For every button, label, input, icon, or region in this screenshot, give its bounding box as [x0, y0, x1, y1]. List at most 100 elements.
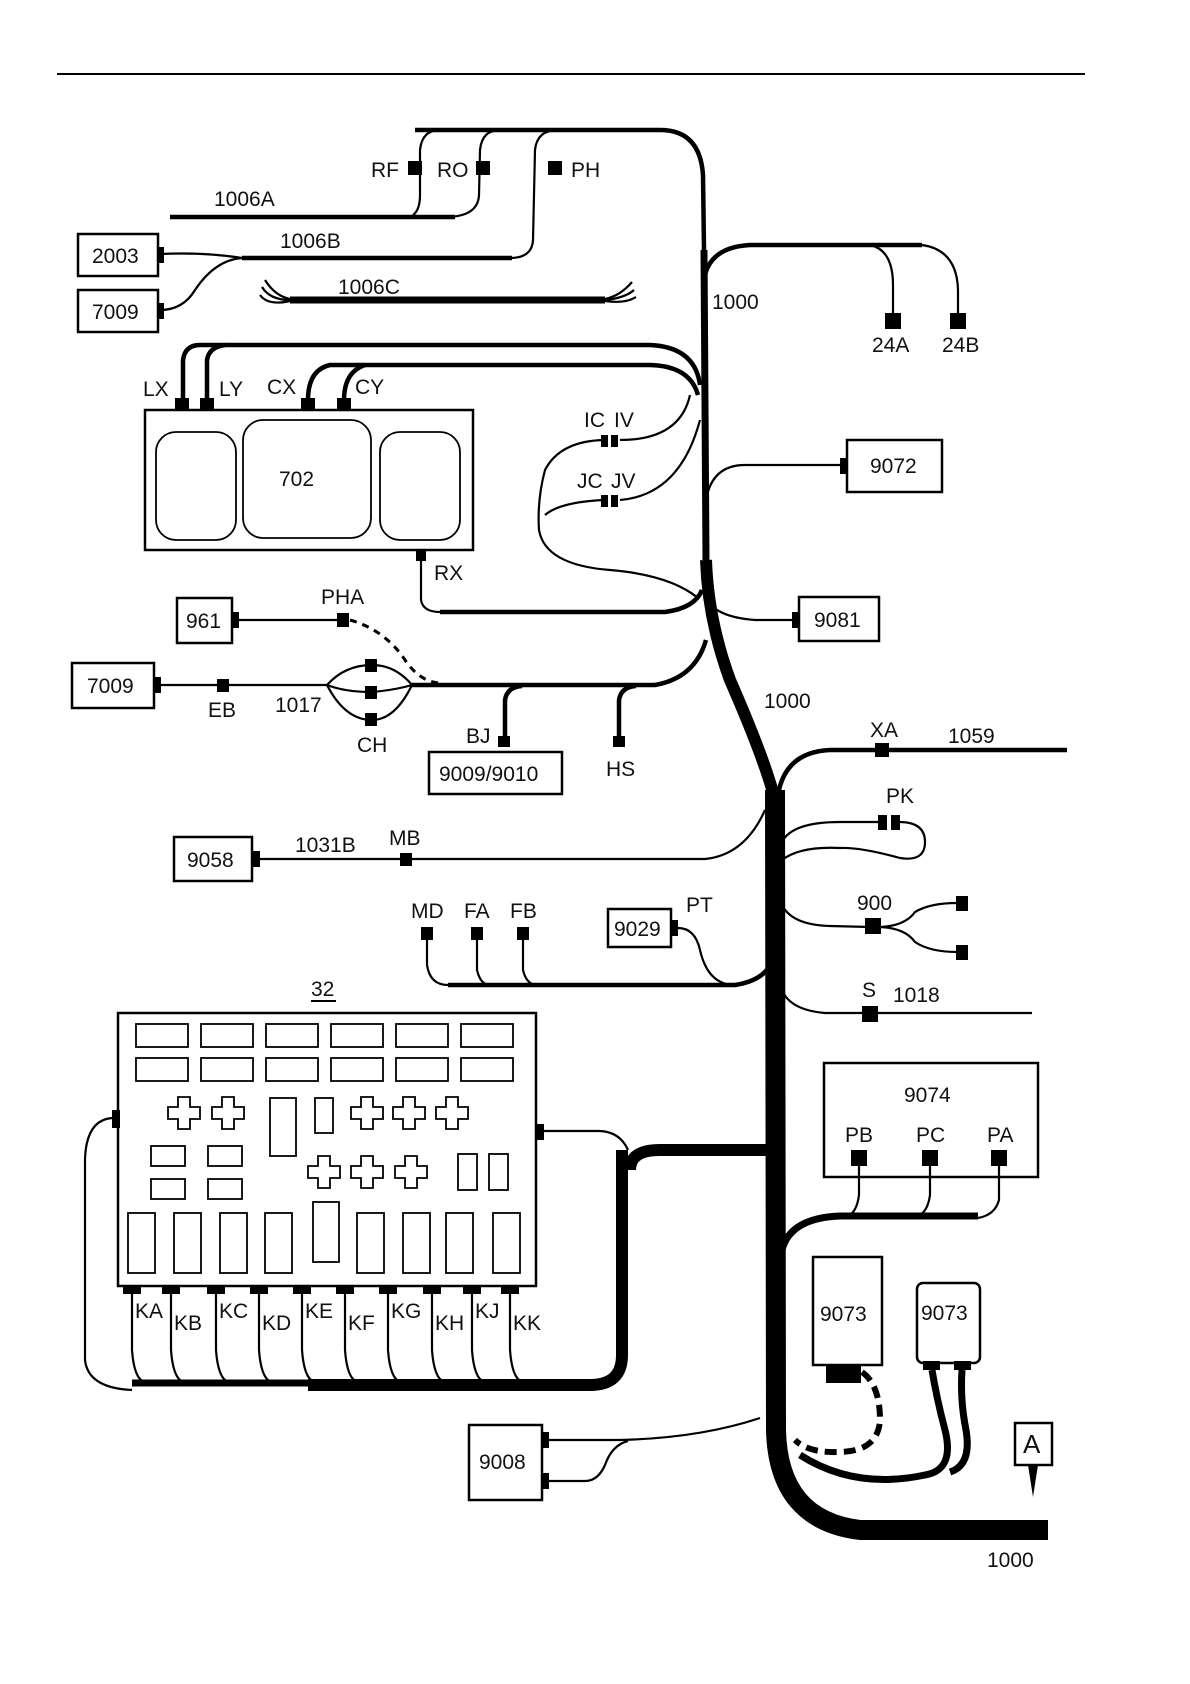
marker-a-arrow-icon — [1028, 1465, 1038, 1497]
label-1031b: 1031B — [295, 834, 356, 857]
fuse-holder — [403, 1213, 430, 1273]
component-9074-label: 9074 — [904, 1084, 951, 1107]
connector-kg-pin — [379, 1286, 397, 1294]
connector-ph-pin — [548, 161, 562, 175]
fuse-holder — [446, 1213, 473, 1273]
component-702-label: 702 — [279, 468, 314, 491]
label-kk: KK — [513, 1312, 541, 1335]
label-jc: JC — [577, 470, 603, 493]
loop-ic-jc — [539, 440, 698, 598]
fuse-slot — [266, 1058, 318, 1081]
component-7009-mid-label: 7009 — [87, 675, 134, 698]
connector-kj-pin — [463, 1286, 481, 1294]
label-pha: PHA — [321, 586, 364, 609]
component-9073-right-label: 9073 — [921, 1302, 968, 1325]
label-lx: LX — [143, 378, 169, 401]
small-fuse — [208, 1179, 242, 1199]
fuse-holder — [493, 1213, 520, 1273]
component-702-right-section — [380, 432, 460, 540]
component-32-label: 32 — [311, 978, 334, 1001]
label-eb: EB — [208, 699, 236, 722]
label-900: 900 — [857, 892, 892, 915]
fuse-slot — [331, 1058, 383, 1081]
fuse-slot — [331, 1024, 383, 1047]
label-kh: KH — [435, 1312, 464, 1335]
label-fb: FB — [510, 900, 537, 923]
fuse-slot — [201, 1058, 253, 1081]
label-rf: RF — [371, 159, 399, 182]
label-s: S — [862, 979, 876, 1002]
label-kg: KG — [391, 1300, 421, 1323]
fuse-slot — [136, 1024, 188, 1047]
label-ro: RO — [437, 159, 469, 182]
component-9008-label: 9008 — [479, 1451, 526, 1474]
connector-kd-pin — [250, 1286, 268, 1294]
fuse-slot — [136, 1058, 188, 1081]
fuse-holder — [220, 1213, 247, 1273]
label-ph: PH — [571, 159, 600, 182]
label-ic: IC — [584, 409, 605, 432]
label-cx: CX — [267, 376, 296, 399]
relay-slot — [270, 1098, 296, 1156]
label-1006b: 1006B — [280, 230, 341, 253]
label-kd: KD — [262, 1312, 291, 1335]
label-kb: KB — [174, 1312, 202, 1335]
connector-ro-pin — [476, 161, 490, 175]
fuse-slot — [396, 1024, 448, 1047]
component-9029-label: 9029 — [614, 918, 661, 941]
label-24b: 24B — [942, 334, 979, 357]
label-1059: 1059 — [948, 725, 995, 748]
wire-kd — [259, 1294, 271, 1382]
connector-kf-pin — [336, 1286, 354, 1294]
small-fuse — [151, 1179, 185, 1199]
relay-slot — [458, 1154, 477, 1190]
component-961-label: 961 — [186, 610, 221, 633]
wire-kb — [171, 1294, 183, 1382]
harness-1017 — [412, 640, 706, 685]
component-9072-label: 9072 — [870, 455, 917, 478]
label-pa: PA — [987, 1124, 1013, 1147]
fuse-slot — [201, 1024, 253, 1047]
relay-slot — [315, 1098, 333, 1133]
label-1006a: 1006A — [214, 188, 275, 211]
label-pb: PB — [845, 1124, 873, 1147]
connector-kb-pin — [162, 1286, 180, 1294]
label-1017: 1017 — [275, 694, 322, 717]
harness-32-feed — [630, 1150, 770, 1170]
small-fuse — [208, 1146, 242, 1166]
label-ka: KA — [135, 1300, 163, 1323]
fuse-slot — [396, 1058, 448, 1081]
label-xa: XA — [870, 719, 898, 742]
label-md: MD — [411, 900, 444, 923]
label-pk: PK — [886, 785, 914, 808]
label-cy: CY — [355, 376, 384, 399]
harness-lx — [183, 345, 700, 400]
fuse-holder — [128, 1213, 155, 1273]
label-1018: 1018 — [893, 984, 940, 1007]
label-pc: PC — [916, 1124, 945, 1147]
connector-rf-pin — [408, 161, 422, 175]
component-2003-label: 2003 — [92, 245, 139, 268]
connector-24a-pin — [885, 313, 901, 329]
label-fa: FA — [464, 900, 490, 923]
wire-kh — [432, 1294, 444, 1382]
label-ke: KE — [305, 1300, 333, 1323]
connector-ka-pin — [123, 1286, 141, 1294]
fuse-holder — [313, 1202, 339, 1262]
label-bj: BJ — [466, 725, 491, 748]
harness-9074 — [782, 1216, 978, 1250]
wire-kk — [510, 1294, 522, 1382]
label-1000-bottom: 1000 — [987, 1549, 1034, 1572]
component-9073-left-label: 9073 — [820, 1303, 867, 1326]
label-24a: 24A — [872, 334, 909, 357]
label-jv: JV — [611, 470, 636, 493]
label-kj: KJ — [475, 1300, 500, 1323]
label-kc: KC — [219, 1300, 248, 1323]
component-702-left-section — [156, 432, 236, 540]
label-1006c: 1006C — [338, 276, 400, 299]
component-9009-9010-label: 9009/9010 — [439, 763, 538, 786]
fuse-slot — [461, 1024, 513, 1047]
component-9081-label: 9081 — [814, 609, 861, 632]
